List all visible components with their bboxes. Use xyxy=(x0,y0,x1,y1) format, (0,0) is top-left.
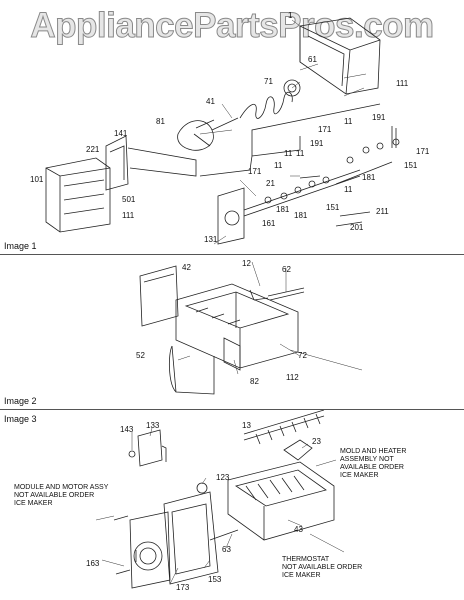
part-label: 1 xyxy=(288,11,293,20)
part-label: 112 xyxy=(286,373,299,382)
part-label: 63 xyxy=(222,545,231,554)
part-label: 11 xyxy=(284,149,293,158)
image-2-caption: Image 2 xyxy=(4,396,37,406)
part-label: 11 xyxy=(296,149,305,158)
part-label: 61 xyxy=(308,55,317,64)
part-label: 221 xyxy=(86,145,100,154)
part-label: 171 xyxy=(248,167,262,176)
module-motor-note: MODULE AND MOTOR ASSY NOT AVAILABLE ORDE… xyxy=(14,484,109,507)
part-label: 163 xyxy=(86,559,100,568)
mold-heater-note: MOLD AND HEATER ASSEMBLY NOT AVAILABLE O… xyxy=(340,448,407,479)
part-label: 181 xyxy=(276,205,290,214)
part-label: 101 xyxy=(30,175,44,184)
part-label: 52 xyxy=(136,351,145,360)
part-label: 201 xyxy=(350,223,364,232)
part-label: 82 xyxy=(250,377,259,386)
part-label: 81 xyxy=(156,117,165,126)
part-label: 111 xyxy=(122,211,135,220)
part-label: 72 xyxy=(298,351,307,360)
part-label: 71 xyxy=(264,77,273,86)
part-label: 131 xyxy=(204,235,218,244)
part-label: 181 xyxy=(294,211,308,220)
section-divider xyxy=(0,409,464,410)
part-label: 211 xyxy=(376,207,389,216)
part-label: 43 xyxy=(294,525,303,534)
part-label: 191 xyxy=(310,139,324,148)
part-label: 123 xyxy=(216,473,230,482)
image-1-caption: Image 1 xyxy=(4,241,37,251)
part-label: 12 xyxy=(242,259,251,268)
part-label: 13 xyxy=(242,421,251,430)
part-label: 151 xyxy=(404,161,418,170)
part-label: 11 xyxy=(274,161,283,170)
part-label: 153 xyxy=(208,575,222,584)
motor-housing-outline xyxy=(45,157,111,233)
part-label: 161 xyxy=(262,219,276,228)
part-label: 171 xyxy=(416,147,430,156)
part-label: 151 xyxy=(326,203,340,212)
part-label: 191 xyxy=(372,113,386,122)
control-module-outline xyxy=(163,491,219,585)
part-label: 143 xyxy=(120,425,134,434)
thermostat-note: THERMOSTAT NOT AVAILABLE ORDER ICE MAKER xyxy=(282,556,363,579)
ice-mold-outline xyxy=(227,461,335,541)
part-label: 62 xyxy=(282,265,291,274)
part-label: 11 xyxy=(344,185,353,194)
part-label: 42 xyxy=(182,263,191,272)
cover-42-outline xyxy=(139,265,179,327)
icemaker-body-outline xyxy=(175,283,299,369)
part-label: 181 xyxy=(362,173,376,182)
part-label: 501 xyxy=(122,195,136,204)
part-label: 11 xyxy=(344,117,353,126)
part-label: 171 xyxy=(318,125,332,134)
part-label: 23 xyxy=(312,437,321,446)
section-divider xyxy=(0,254,464,255)
auger-blade-outline xyxy=(177,120,214,151)
part-label: 173 xyxy=(176,583,190,592)
part-label: 141 xyxy=(114,129,128,138)
part-label: 111 xyxy=(396,79,409,88)
part-label: 133 xyxy=(146,421,160,430)
watermark-logo: AppliancePartsPros.com xyxy=(30,6,435,46)
image-3-caption: Image 3 xyxy=(4,414,37,424)
mounting-plate-outline xyxy=(217,187,245,245)
part-label: 21 xyxy=(266,179,275,188)
part-label: 41 xyxy=(206,97,215,106)
